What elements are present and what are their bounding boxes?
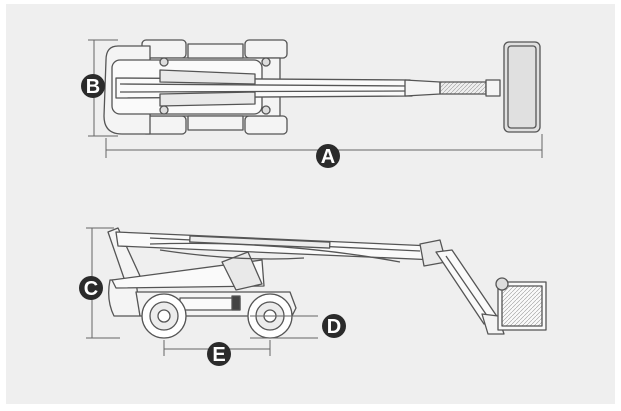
label-a: A — [321, 146, 335, 168]
top-view — [103, 39, 541, 135]
badge-e: E — [207, 342, 231, 366]
badge-c: C — [79, 276, 103, 300]
badge-b: B — [81, 74, 105, 98]
badge-d: D — [322, 314, 346, 338]
label-b: B — [86, 76, 100, 98]
counterweight-side — [108, 279, 141, 317]
platform-top — [503, 41, 541, 133]
tire-rear-left — [244, 39, 288, 59]
label-c: C — [84, 278, 98, 300]
badge-a: A — [316, 144, 340, 168]
tire-rear-right — [244, 115, 288, 135]
wheel-front — [141, 293, 187, 339]
label-e: E — [212, 344, 225, 366]
label-d: D — [327, 316, 341, 338]
